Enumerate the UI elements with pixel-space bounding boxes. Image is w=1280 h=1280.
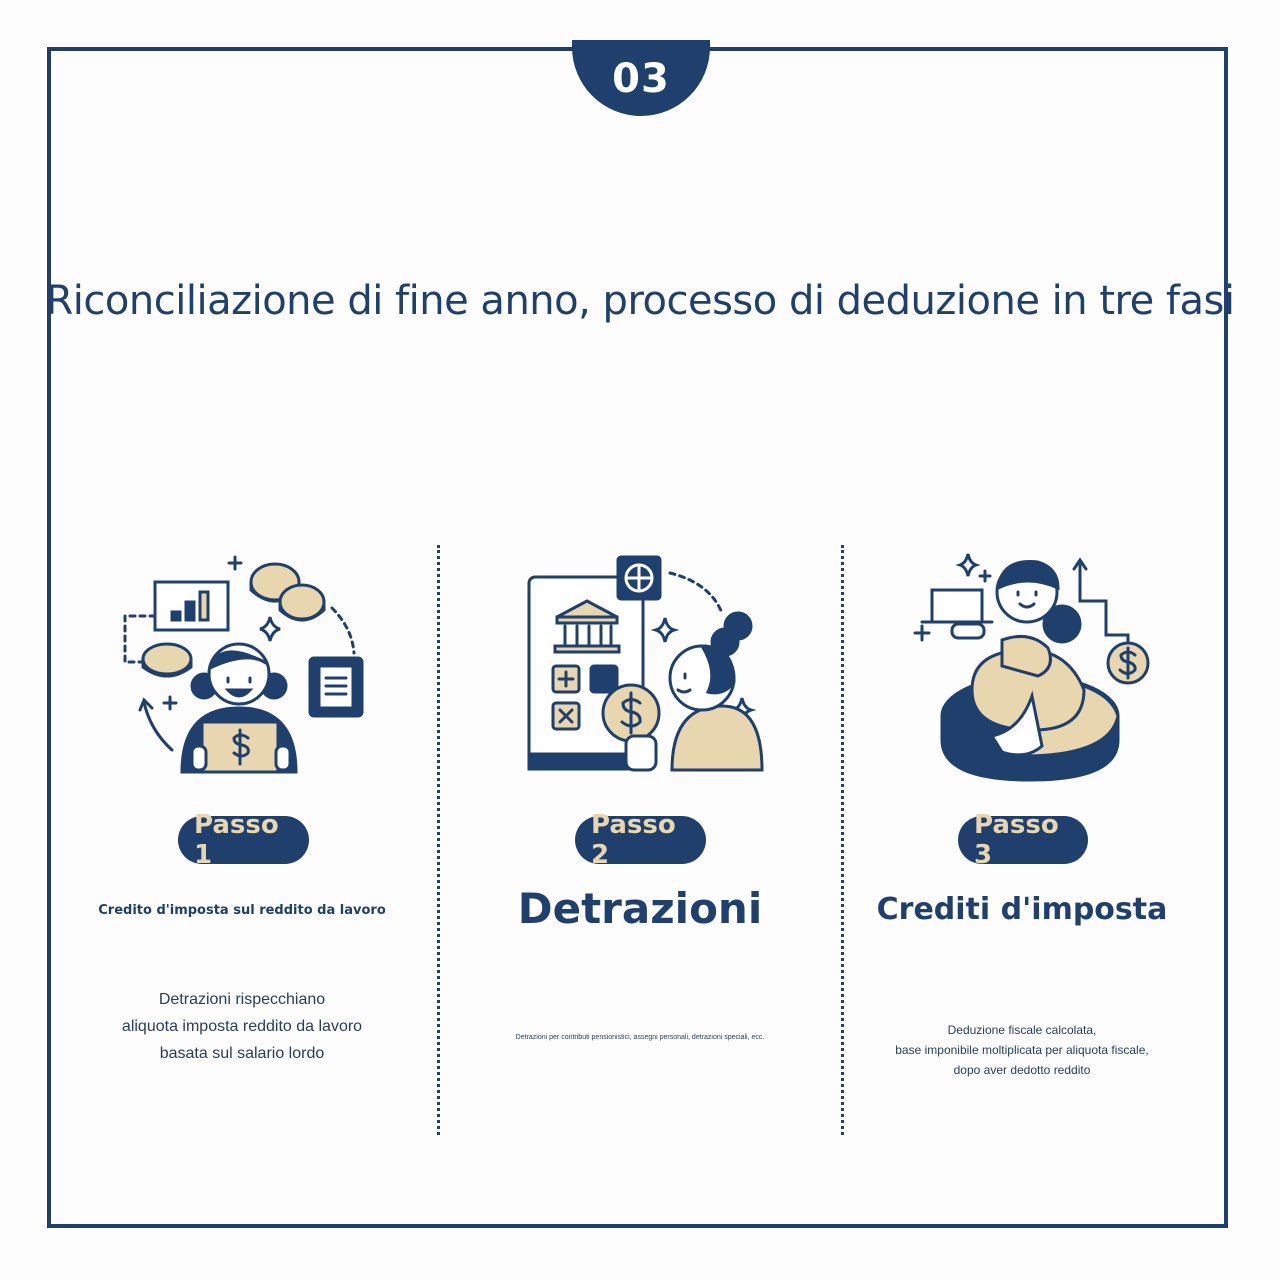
pie-chart-person-illustration: [913, 553, 1150, 782]
worker-laptop-illustration: [123, 555, 364, 774]
step-1-heading: Credito d'imposta sul reddito da lavoro: [98, 903, 386, 918]
calculator-bank-illustration: [527, 555, 764, 772]
column-divider: [437, 545, 440, 1135]
step-2-description: Detrazioni per contributi pensionistici,…: [515, 1034, 765, 1041]
step-1-label: Passo 1: [178, 810, 309, 870]
step-1-description: Detrazioni rispecchiano aliquota imposta…: [121, 991, 363, 1062]
step-3-heading: Crediti d'imposta: [876, 892, 1168, 927]
step-2-label: Passo 2: [575, 810, 706, 870]
step-3-label: Passo 3: [958, 810, 1088, 870]
step-2-heading: Detrazioni: [517, 884, 763, 933]
column-divider: [841, 545, 844, 1135]
page-title: Riconciliazione di fine anno, processo d…: [45, 278, 1235, 324]
step-3-description: Deduzione fiscale calcolata, base imponi…: [895, 1023, 1149, 1077]
